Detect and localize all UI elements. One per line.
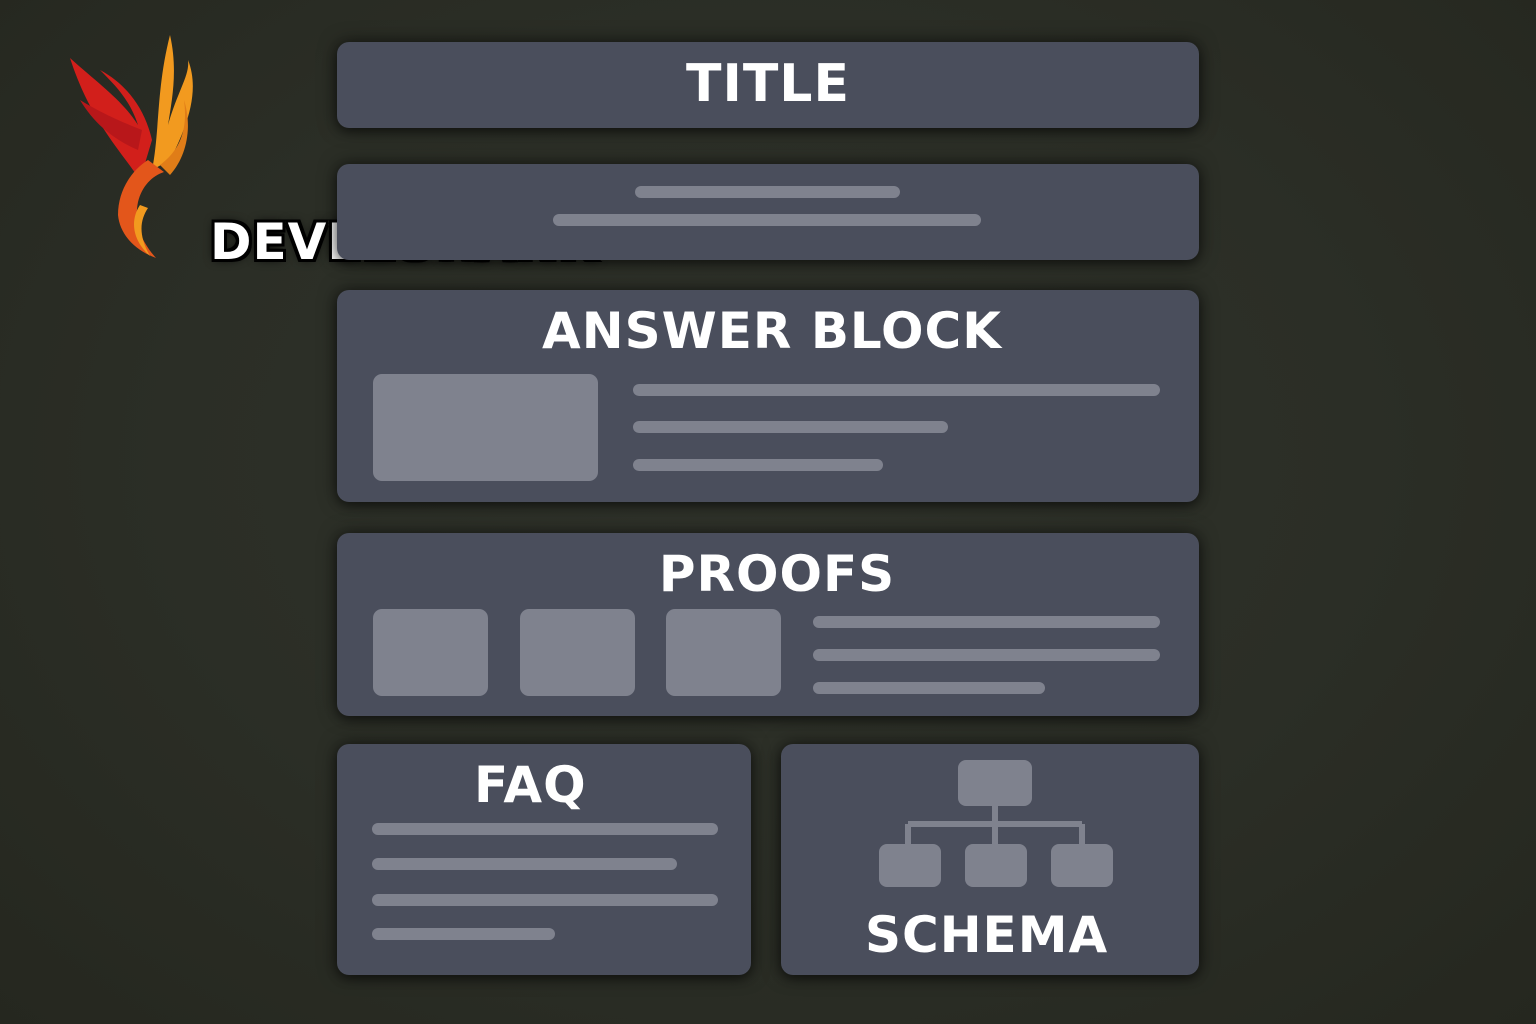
proofs-heading: PROOFS [658,545,896,603]
faq-panel: FAQ [337,744,751,975]
proofs-panel: PROOFS [337,533,1199,716]
title-heading: TITLE [686,54,850,114]
text-placeholder-line [633,459,883,471]
hierarchy-child-node [879,844,941,887]
answer-block-heading: ANSWER BLOCK [542,302,1002,360]
faq-heading: FAQ [474,756,587,814]
phoenix-icon [70,35,193,258]
text-placeholder-line [813,649,1160,661]
text-placeholder-line [372,823,718,835]
proof-image-placeholder [373,609,488,696]
hierarchy-icon [879,760,1113,887]
image-placeholder [373,374,598,481]
schema-heading: SCHEMA [865,906,1109,964]
hierarchy-child-node [965,844,1027,887]
text-placeholder-line [372,894,718,906]
text-placeholder-line [633,384,1160,396]
proof-image-placeholder [520,609,635,696]
text-placeholder-line [635,186,900,198]
intro-panel [337,164,1199,260]
title-panel: TITLE [337,42,1199,128]
hierarchy-child-node [1051,844,1113,887]
text-placeholder-line [372,858,677,870]
answer-block-panel: ANSWER BLOCK [337,290,1199,502]
text-placeholder-line [372,928,555,940]
hierarchy-root-node [958,760,1032,806]
text-placeholder-line [813,616,1160,628]
text-placeholder-line [633,421,948,433]
proof-image-placeholder [666,609,781,696]
text-placeholder-line [553,214,981,226]
text-placeholder-line [813,682,1045,694]
